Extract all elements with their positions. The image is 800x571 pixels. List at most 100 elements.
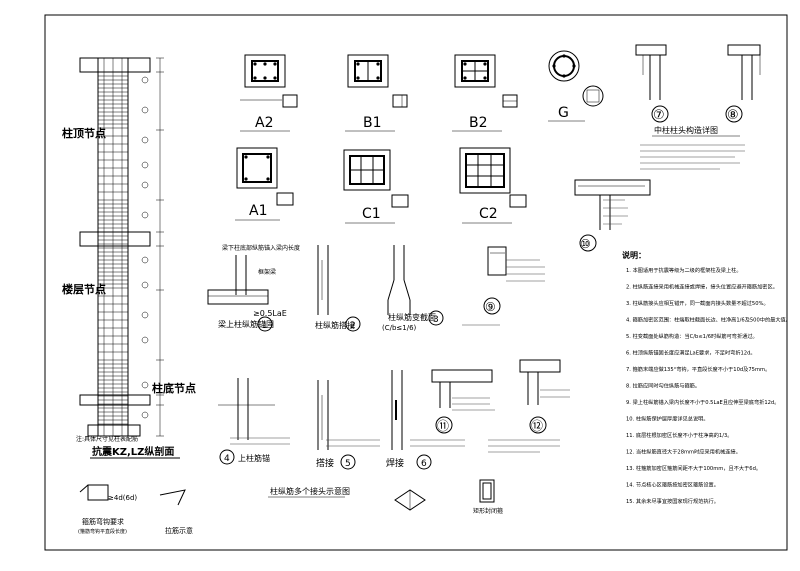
note-item: 5. 柱变截面处纵筋构造：当C/b≤1/6时纵筋可弯折通过。	[626, 332, 758, 340]
detail-1-dim: ≥0.5LaE	[253, 309, 287, 318]
note-item: 11. 底层柱根加密区长度不小于柱净高的1/3。	[626, 431, 732, 439]
detail-3-title: 柱纵筋变截面	[388, 312, 436, 322]
section-B2: B2	[452, 54, 518, 132]
section-B2-label: B2	[469, 115, 488, 131]
callout-bubble	[141, 76, 149, 84]
dimension-ticks	[156, 57, 164, 437]
detail-12: ⑫	[519, 359, 570, 434]
general-notes: 说明： 1. 本图适用于抗震等级为二级的框架柱及梁上柱。 2. 柱纵筋连接采用机械…	[622, 250, 791, 505]
stirrup-sub: (箍筋弯钩平直段长度)	[78, 528, 127, 535]
detail-10-number: ⑩	[580, 237, 591, 251]
detail-11-number: ⑪	[437, 419, 449, 433]
detail-10-bubble	[579, 234, 597, 252]
stirrup-hook-detail: ≥4d(6d) 箍筋弯钩要求 (箍筋弯钩平直段长度)	[78, 484, 137, 535]
detail-7-8: ⑦ ⑧ 中柱柱头构造详图	[635, 44, 761, 137]
detail-1: 梁下柱底部纵筋锚入梁内长度 框架梁 ≥0.5LaE 梁上柱纵筋锚固 1	[207, 244, 300, 332]
mid-notes	[326, 439, 560, 453]
detail-11: ⑪	[431, 369, 495, 434]
svg-text:6: 6	[421, 459, 427, 469]
mid-top-title: 中柱柱头构造详图	[654, 125, 718, 135]
detail-6-title: 焊接	[386, 457, 404, 469]
svg-text:3: 3	[433, 315, 439, 325]
svg-text:5: 5	[345, 459, 351, 469]
detail-8-number: ⑧	[727, 108, 739, 123]
corner-detail	[394, 489, 426, 511]
callout-bubble	[141, 281, 149, 289]
detail-9: ⑨	[462, 246, 545, 326]
column-elevation: 柱顶节点 楼层节点 柱底节点 注:具体尺寸见柱表配筋 抗震KZ,LZ纵剖面	[62, 57, 196, 459]
top-beam	[79, 57, 151, 73]
detail-2-title: 柱纵筋搭接	[315, 320, 355, 330]
detail-2: 柱纵筋搭接 2	[315, 245, 361, 332]
combo-title: 柱纵筋多个接头示意图	[270, 486, 350, 496]
detail-4: 4 上柱筋锚	[218, 378, 290, 465]
svg-text:4: 4	[224, 454, 230, 464]
tie-detail: 拉筋示意	[159, 489, 193, 535]
note-item: 13. 柱箍筋加密区箍筋间距不大于100mm，且不大于6d。	[626, 464, 761, 472]
detail-7-bubble	[651, 105, 669, 123]
note-item: 1. 本图适用于抗震等级为二级的框架柱及梁上柱。	[626, 266, 742, 274]
floor-beam	[79, 231, 151, 247]
detail-1-top-note: 梁下柱底部纵筋锚入梁内长度	[222, 244, 300, 252]
note-item: 14. 节点核心区箍筋按加密区箍筋设置。	[626, 481, 719, 489]
note-item: 12. 当柱纵筋直径大于28mm时应采用机械连接。	[626, 448, 741, 456]
note-item: 3. 柱纵筋接头应相互错开，同一截面内接头数量不超过50%。	[626, 299, 769, 307]
detail-5: 搭接 5	[316, 380, 356, 470]
callout-bubble	[141, 181, 149, 189]
foundation	[87, 424, 141, 437]
detail-9-bubble	[483, 297, 501, 315]
note-item: 15. 其余未尽事宜按国家现行规范执行。	[626, 497, 719, 505]
svg-text:2: 2	[350, 321, 356, 331]
section-G: G	[548, 50, 604, 122]
callout-bubbles	[141, 76, 149, 419]
detail-9-number: ⑨	[485, 300, 496, 314]
rect-tie-detail: 矩形封闭箍	[473, 479, 503, 515]
callout-bubble	[141, 311, 149, 319]
stirrup-ticks	[98, 75, 128, 425]
section-G-label: G	[558, 105, 569, 121]
elevation-caption: 抗震KZ,LZ纵剖面	[92, 445, 174, 458]
detail-4-title: 上柱筋锚	[238, 453, 270, 463]
detail-1-title: 梁上柱纵筋锚固	[218, 319, 274, 329]
detail-3-sub: (C/b≤1/6)	[382, 324, 417, 332]
section-C2: C2	[459, 147, 527, 224]
section-C1: C1	[343, 149, 409, 224]
callout-bubble	[141, 106, 149, 114]
detail-10: ⑩	[574, 179, 651, 252]
section-C2-label: C2	[479, 206, 498, 222]
detail-11-bubble	[435, 416, 453, 434]
section-C1-label: C1	[362, 206, 381, 222]
note-item: 2. 柱纵筋连接采用机械连接或焊接，接头位置应避开箍筋加密区。	[626, 283, 778, 291]
detail-12-bubble	[529, 416, 547, 434]
combo-detail: 柱纵筋多个接头示意图	[268, 486, 350, 498]
detail-5-title: 搭接	[316, 457, 334, 469]
note-item: 4. 箍筋加密区范围：柱端取柱截面长边、柱净高1/6及500中的最大值。	[626, 316, 791, 324]
note-item: 8. 拉筋应同时勾住纵筋与箍筋。	[626, 382, 700, 390]
elevation-note: 注:具体尺寸见柱表配筋	[76, 435, 138, 443]
callout-bubble	[141, 211, 149, 219]
note-item: 10. 柱纵筋保护层厚度详见总说明。	[626, 415, 709, 423]
detail-3: 柱纵筋变截面 (C/b≤1/6) 3	[382, 245, 444, 332]
small-note-block	[640, 144, 745, 170]
stirrup-title: 箍筋弯钩要求	[82, 517, 124, 526]
section-A1-label: A1	[249, 203, 267, 219]
detail-12-number: ⑫	[531, 419, 543, 433]
callout-bubble	[141, 256, 149, 264]
top-node-label: 柱顶节点	[62, 126, 106, 140]
base-beam	[79, 394, 151, 406]
tie-title: 拉筋示意	[165, 526, 193, 535]
base-node-label: 柱底节点	[152, 381, 196, 395]
callout-bubble	[141, 411, 149, 419]
detail-1-beam-label: 框架梁	[258, 268, 276, 276]
section-A2-label: A2	[255, 115, 273, 131]
section-B1: B1	[345, 54, 408, 132]
section-A1: A1	[235, 147, 294, 221]
callout-bubble	[141, 381, 149, 389]
floor-node-label: 楼层节点	[62, 282, 106, 296]
detail-6: 焊接 6	[386, 370, 432, 470]
callout-bubble	[141, 336, 149, 344]
detail-7-number: ⑦	[653, 108, 665, 123]
notes-title: 说明：	[622, 250, 646, 260]
